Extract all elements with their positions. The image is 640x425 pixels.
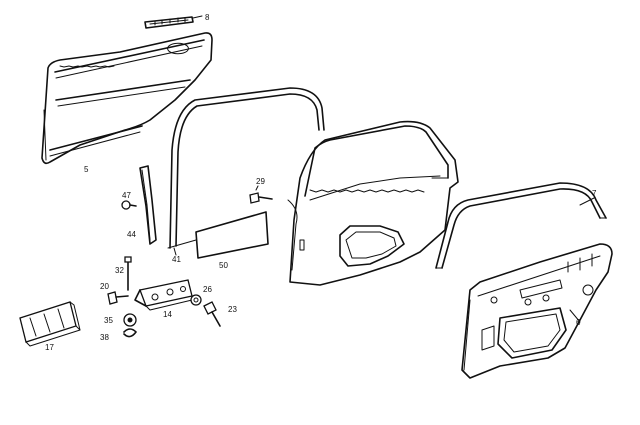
part-32-long-bolt — [124, 256, 132, 291]
part-50-window-glass — [195, 211, 269, 259]
part-26-washer — [190, 294, 202, 306]
part-20-bolt — [107, 291, 129, 305]
callout-8: 8 — [205, 13, 210, 22]
part-38-clip — [123, 328, 137, 338]
callout-47: 47 — [122, 191, 131, 200]
part-7-window-channel — [435, 182, 607, 269]
part-17-cover — [19, 301, 81, 347]
part-47-screw — [121, 200, 137, 210]
callout-6: 6 — [576, 318, 581, 327]
part-14-door-lock — [134, 279, 193, 311]
callout-20: 20 — [100, 282, 109, 291]
leader-lines — [173, 15, 595, 323]
callout-44: 44 — [127, 230, 136, 239]
rear-door-shell — [287, 120, 459, 286]
callout-32: 32 — [115, 266, 124, 275]
part-44-bracket — [139, 165, 157, 245]
callout-41: 41 — [172, 255, 181, 264]
part-41-window-seal — [167, 87, 325, 249]
part-29-bolt — [249, 192, 273, 204]
callout-14: 14 — [163, 310, 172, 319]
part-8-trim-strip — [144, 16, 194, 29]
callout-29: 29 — [256, 177, 265, 186]
callout-38: 38 — [100, 333, 109, 342]
callout-17: 17 — [45, 343, 54, 352]
callout-23: 23 — [228, 305, 237, 314]
part-5-door-trim-panel — [41, 32, 213, 165]
part-35-washer — [123, 313, 137, 327]
callout-7: 7 — [592, 189, 597, 198]
callout-35: 35 — [104, 316, 113, 325]
callout-5: 5 — [84, 165, 89, 174]
callout-50: 50 — [219, 261, 228, 270]
part-6-door-inner-panel — [461, 243, 613, 379]
part-23-bolt — [203, 301, 221, 327]
callout-26: 26 — [203, 285, 212, 294]
